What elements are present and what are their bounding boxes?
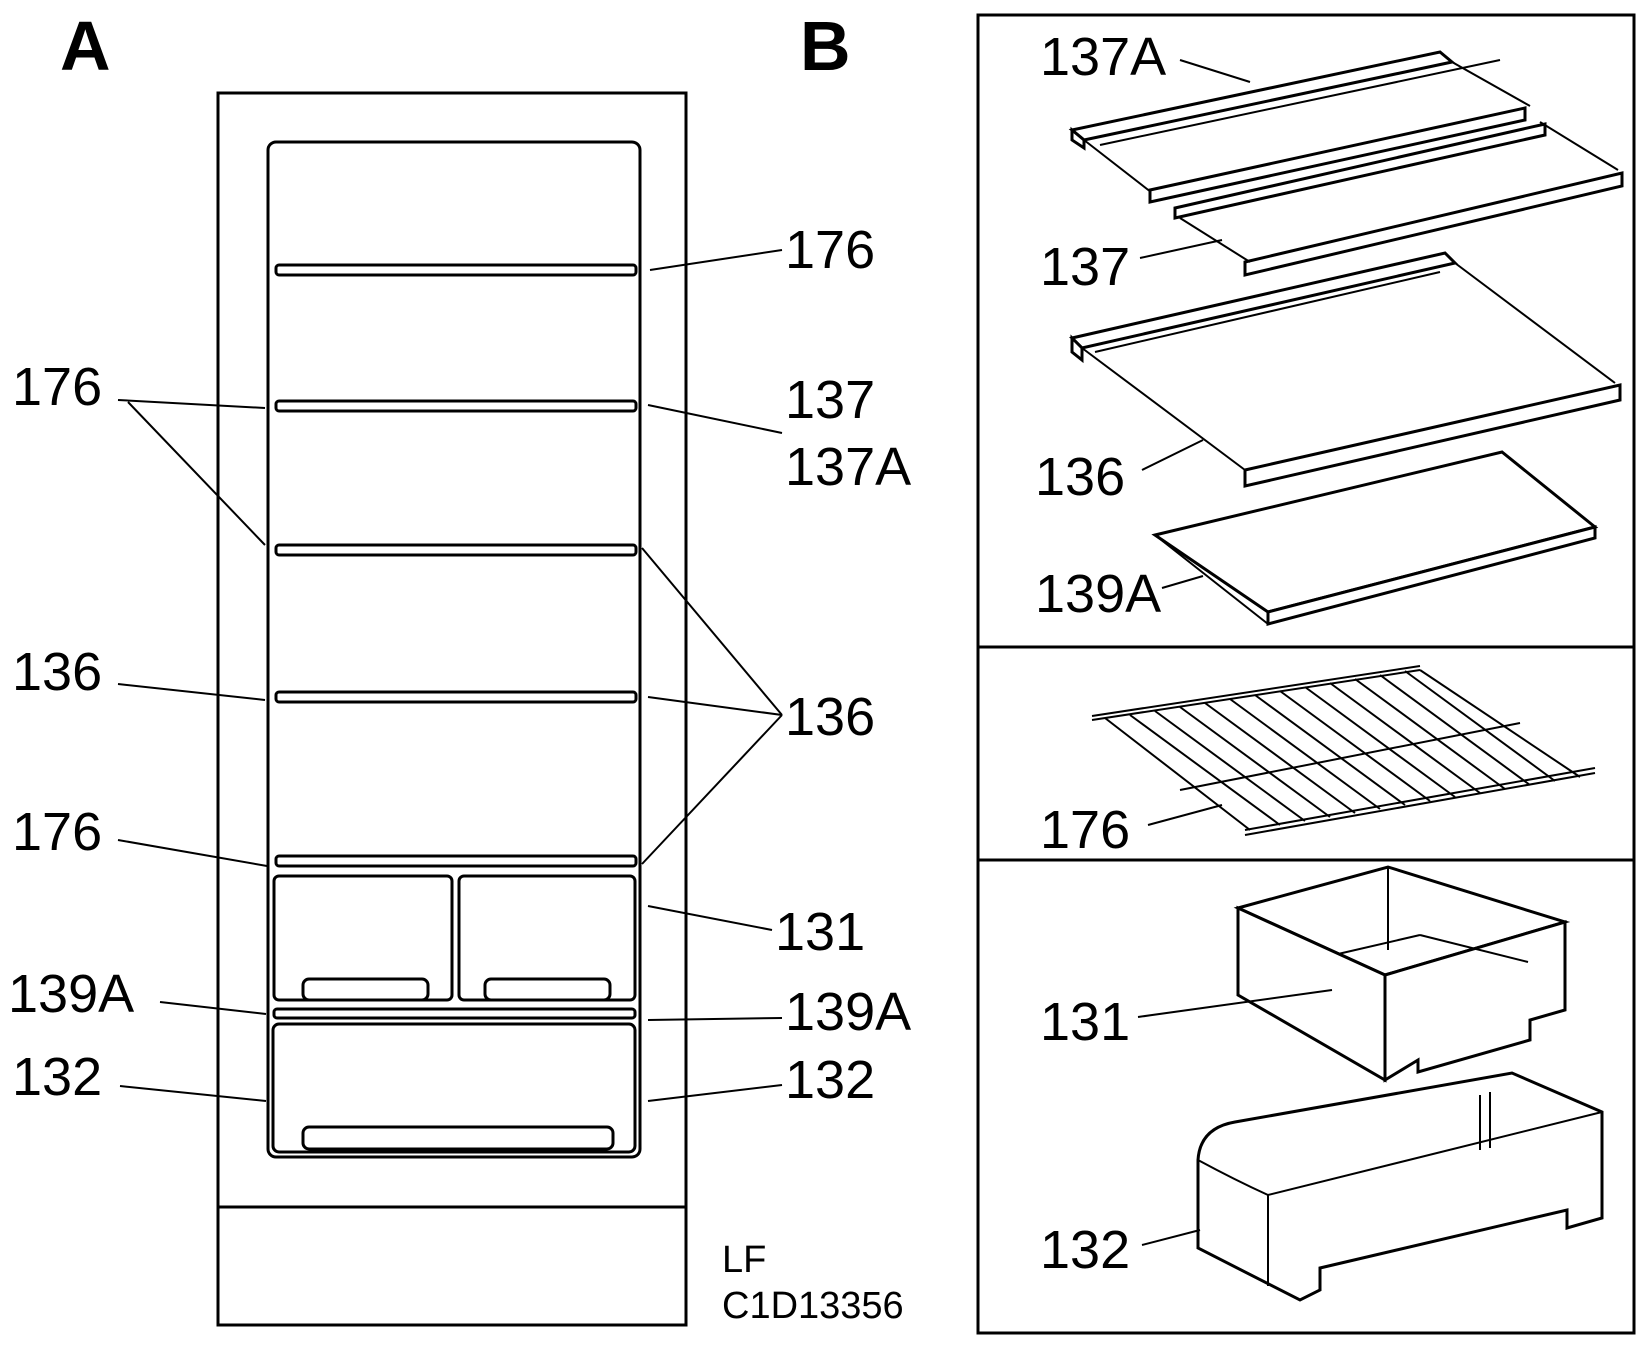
leader-lines-a	[117, 249, 783, 1102]
code-line-1: LF	[722, 1239, 766, 1281]
label-b-139a: 139A	[1035, 564, 1161, 624]
fridge-cabinet	[216, 91, 688, 1327]
part-136-shelf	[1069, 251, 1622, 488]
label-136-left: 136	[12, 642, 102, 702]
label-132-left: 132	[12, 1047, 102, 1107]
part-139a-glass	[1151, 450, 1599, 626]
label-176-top-right: 176	[785, 220, 875, 280]
label-132-right: 132	[785, 1050, 875, 1110]
drawer-132	[271, 1022, 637, 1154]
panel-frames	[976, 13, 1636, 1335]
shelf-139a	[272, 1007, 637, 1020]
label-176-left: 176	[12, 357, 102, 417]
label-b-132: 132	[1040, 1220, 1130, 1280]
drawer-131-right	[457, 874, 637, 1002]
label-176-lower-left: 176	[12, 802, 102, 862]
label-137: 137	[785, 370, 875, 430]
label-139a-right: 139A	[785, 982, 911, 1042]
shelf-176-mid	[274, 543, 638, 557]
label-139a-left: 139A	[8, 964, 134, 1024]
code-line-2: C1D13356	[722, 1285, 904, 1327]
shelf-137	[274, 399, 638, 413]
part-132-drawer	[1196, 1071, 1604, 1302]
label-b-137a: 137A	[1040, 27, 1166, 87]
part-137-split-shelf	[1068, 50, 1624, 277]
drawer-131-left	[272, 874, 454, 1002]
shelf-176-lower	[274, 854, 638, 868]
label-b-131: 131	[1040, 992, 1130, 1052]
label-b-176: 176	[1040, 800, 1130, 860]
shelf-176-top	[274, 263, 638, 277]
label-136-right: 136	[785, 687, 875, 747]
shelf-136	[274, 690, 638, 704]
section-label-a: A	[60, 7, 111, 85]
leader-lines-b	[1137, 59, 1333, 1246]
label-131: 131	[775, 902, 865, 962]
section-label-b: B	[800, 7, 851, 85]
label-137a: 137A	[785, 437, 911, 497]
part-131-drawer	[1233, 865, 1571, 1083]
label-b-137: 137	[1040, 237, 1130, 297]
part-176-wire-shelf	[1091, 665, 1596, 836]
label-b-136: 136	[1035, 447, 1125, 507]
